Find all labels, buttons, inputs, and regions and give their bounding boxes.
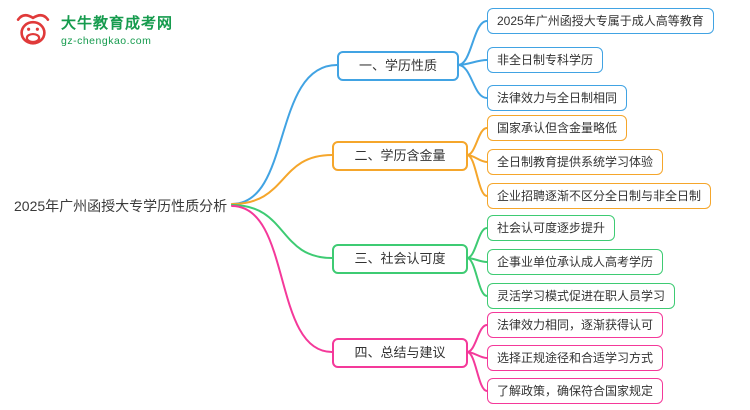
child-node-2-1: 国家承认但含金量略低 [487, 115, 628, 141]
connector-branch4-children [466, 324, 488, 392]
branch-node-1: 一、学历性质 [337, 51, 459, 81]
child-node-1-1: 2025年广州函授大专属于成人高等教育 [487, 8, 714, 34]
child-node-1-3: 法律效力与全日制相同 [487, 85, 628, 111]
branch-node-3: 三、社会认可度 [332, 244, 468, 274]
child-node-2-3: 企业招聘逐渐不区分全日制与非全日制 [487, 183, 712, 209]
logo-text: 大牛教育成考网 gz-chengkao.com [61, 15, 173, 46]
child-node-4-1: 法律效力相同，逐渐获得认可 [487, 312, 664, 338]
connector-branch1-children [457, 20, 488, 99]
child-node-3-1: 社会认可度逐步提升 [487, 215, 616, 241]
bull-logo-icon [16, 13, 50, 45]
site-url: gz-chengkao.com [61, 34, 152, 47]
child-node-4-3: 了解政策，确保符合国家规定 [487, 378, 664, 404]
connector-branch2-children [466, 127, 488, 197]
site-logo: 大牛教育成考网 gz-chengkao.com [12, 10, 173, 52]
child-node-3-2: 企事业单位承认成人高考学历 [487, 249, 664, 275]
child-node-2-2: 全日制教育提供系统学习体验 [487, 149, 664, 175]
connector-branch3-children [466, 227, 488, 297]
root-node: 2025年广州函授大专学历性质分析 [14, 198, 228, 214]
child-node-3-3: 灵活学习模式促进在职人员学习 [487, 283, 676, 309]
child-node-1-2: 非全日制专科学历 [487, 47, 604, 73]
connector-root-branches [231, 64, 338, 353]
site-name: 大牛教育成考网 [61, 15, 174, 33]
branch-node-2: 二、学历含金量 [332, 141, 468, 171]
child-node-4-2: 选择正规途径和合适学习方式 [487, 345, 664, 371]
branch-node-4: 四、总结与建议 [332, 338, 468, 368]
